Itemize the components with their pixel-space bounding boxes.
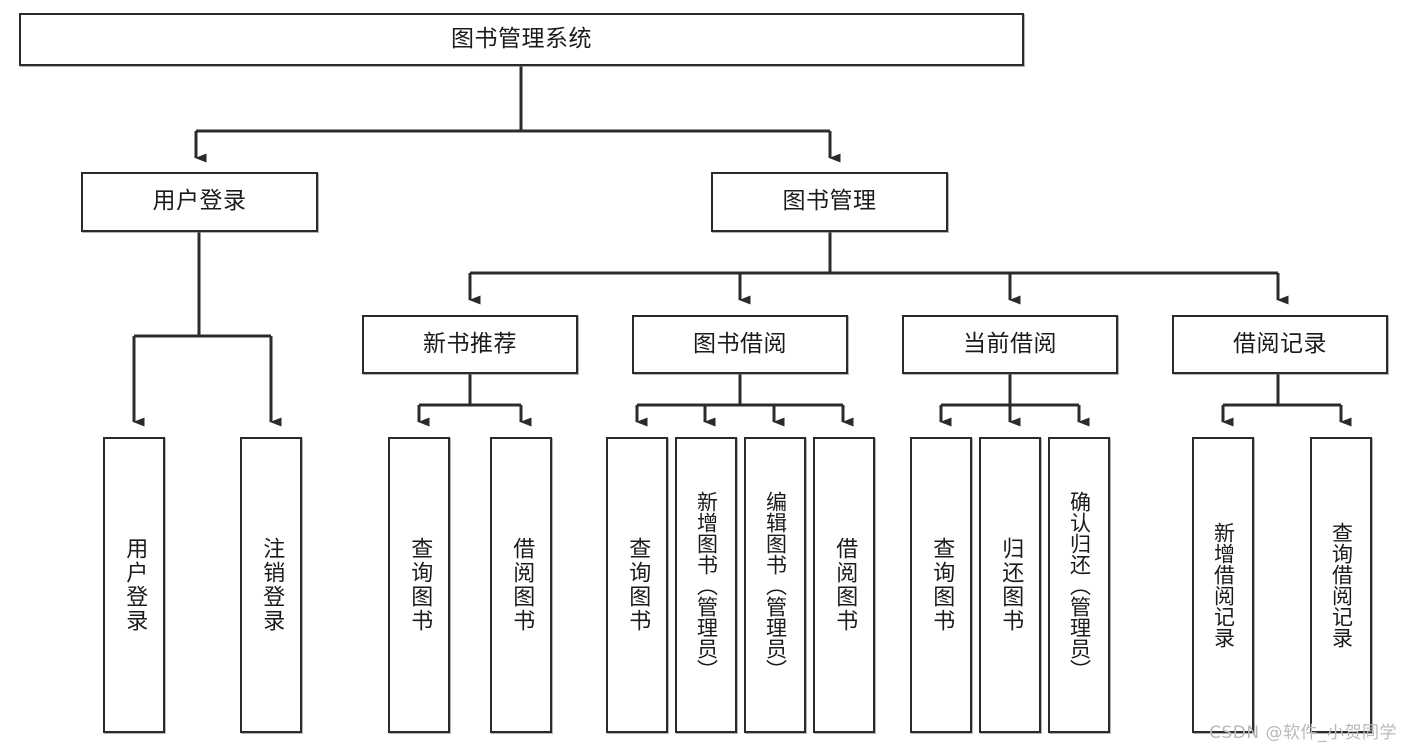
- leaf-confirm-return[interactable]: 确认归还（管理员）: [1048, 437, 1110, 733]
- leaf-query-record[interactable]: 查询借阅记录: [1310, 437, 1372, 733]
- leaf-query-book-3[interactable]: 查询图书: [910, 437, 972, 733]
- leaf-query-book-2-label: 查询图书: [625, 537, 651, 633]
- node-root[interactable]: 图书管理系统: [19, 13, 1024, 66]
- leaf-borrow-book-2[interactable]: 借阅图书: [813, 437, 875, 733]
- leaf-add-book[interactable]: 新增图书（管理员）: [675, 437, 737, 733]
- leaf-return-book-label: 归还图书: [998, 537, 1024, 633]
- node-current-borrow[interactable]: 当前借阅: [902, 315, 1118, 374]
- leaf-user-logout[interactable]: 注销登录: [240, 437, 302, 733]
- leaf-add-book-label: 新增图书（管理员）: [694, 490, 719, 680]
- node-current-borrow-label: 当前借阅: [963, 330, 1057, 357]
- leaf-return-book[interactable]: 归还图书: [979, 437, 1041, 733]
- leaf-query-book-1[interactable]: 查询图书: [388, 437, 450, 733]
- leaf-borrow-book-1-label: 借阅图书: [509, 537, 535, 633]
- node-user-login[interactable]: 用户登录: [81, 172, 318, 232]
- leaf-add-record-label: 新增借阅记录: [1211, 522, 1236, 648]
- leaf-query-book-2[interactable]: 查询图书: [606, 437, 668, 733]
- leaf-borrow-book-1[interactable]: 借阅图书: [490, 437, 552, 733]
- node-new-book-recommend-label: 新书推荐: [423, 330, 517, 357]
- leaf-user-logout-label: 注销登录: [259, 537, 285, 633]
- node-borrow-record-label: 借阅记录: [1233, 330, 1327, 357]
- node-book-borrow[interactable]: 图书借阅: [632, 315, 848, 374]
- node-new-book-recommend[interactable]: 新书推荐: [362, 315, 578, 374]
- leaf-query-book-3-label: 查询图书: [929, 537, 955, 633]
- node-user-login-label: 用户登录: [152, 188, 247, 215]
- leaf-query-record-label: 查询借阅记录: [1329, 522, 1354, 648]
- leaf-edit-book-label: 编辑图书（管理员）: [763, 490, 788, 680]
- node-book-manage-label: 图书管理: [782, 188, 877, 215]
- leaf-edit-book[interactable]: 编辑图书（管理员）: [744, 437, 806, 733]
- leaf-query-book-1-label: 查询图书: [407, 537, 433, 633]
- leaf-borrow-book-2-label: 借阅图书: [832, 537, 858, 633]
- node-borrow-record[interactable]: 借阅记录: [1172, 315, 1388, 374]
- leaf-user-login[interactable]: 用户登录: [103, 437, 165, 733]
- watermark: CSDN @软件_小贺同学: [1209, 723, 1397, 743]
- leaf-confirm-return-label: 确认归还（管理员）: [1067, 490, 1092, 680]
- node-root-label: 图书管理系统: [451, 25, 592, 52]
- leaf-user-login-label: 用户登录: [122, 537, 148, 633]
- node-book-manage[interactable]: 图书管理: [711, 172, 948, 232]
- node-book-borrow-label: 图书借阅: [693, 330, 787, 357]
- leaf-add-record[interactable]: 新增借阅记录: [1192, 437, 1254, 733]
